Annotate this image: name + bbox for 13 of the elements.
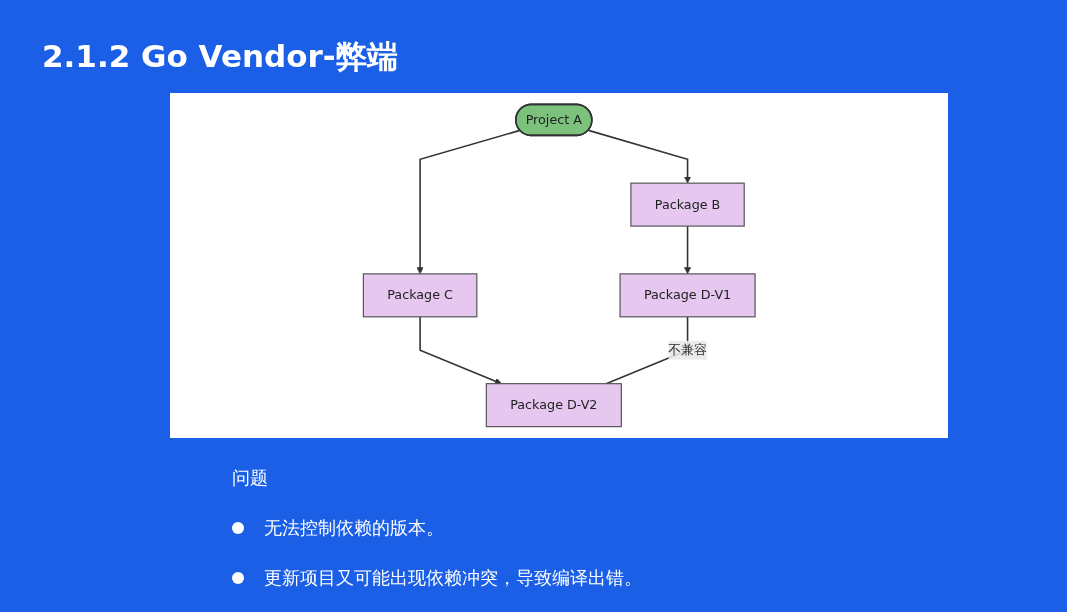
arrow: [683, 225, 691, 275]
node-box: [619, 273, 756, 318]
arrow: [419, 316, 502, 385]
bullet-text: 无法控制依赖的版本。: [264, 516, 444, 540]
arrow: [416, 129, 521, 275]
bullet-text: 更新项目又可能出现依赖冲突，导致编译出错。: [264, 566, 642, 590]
diagram-panel: 不兼容 Project A Package B Package C Package D-V1 Package D-V2: [170, 93, 948, 438]
node-box: [485, 383, 622, 428]
slide-title: 2.1.2 Go Vendor-弊端: [42, 37, 398, 76]
node-box: [362, 273, 478, 318]
node-box: [630, 182, 745, 227]
section-heading: 问题: [232, 466, 269, 490]
arrow: [587, 129, 691, 184]
